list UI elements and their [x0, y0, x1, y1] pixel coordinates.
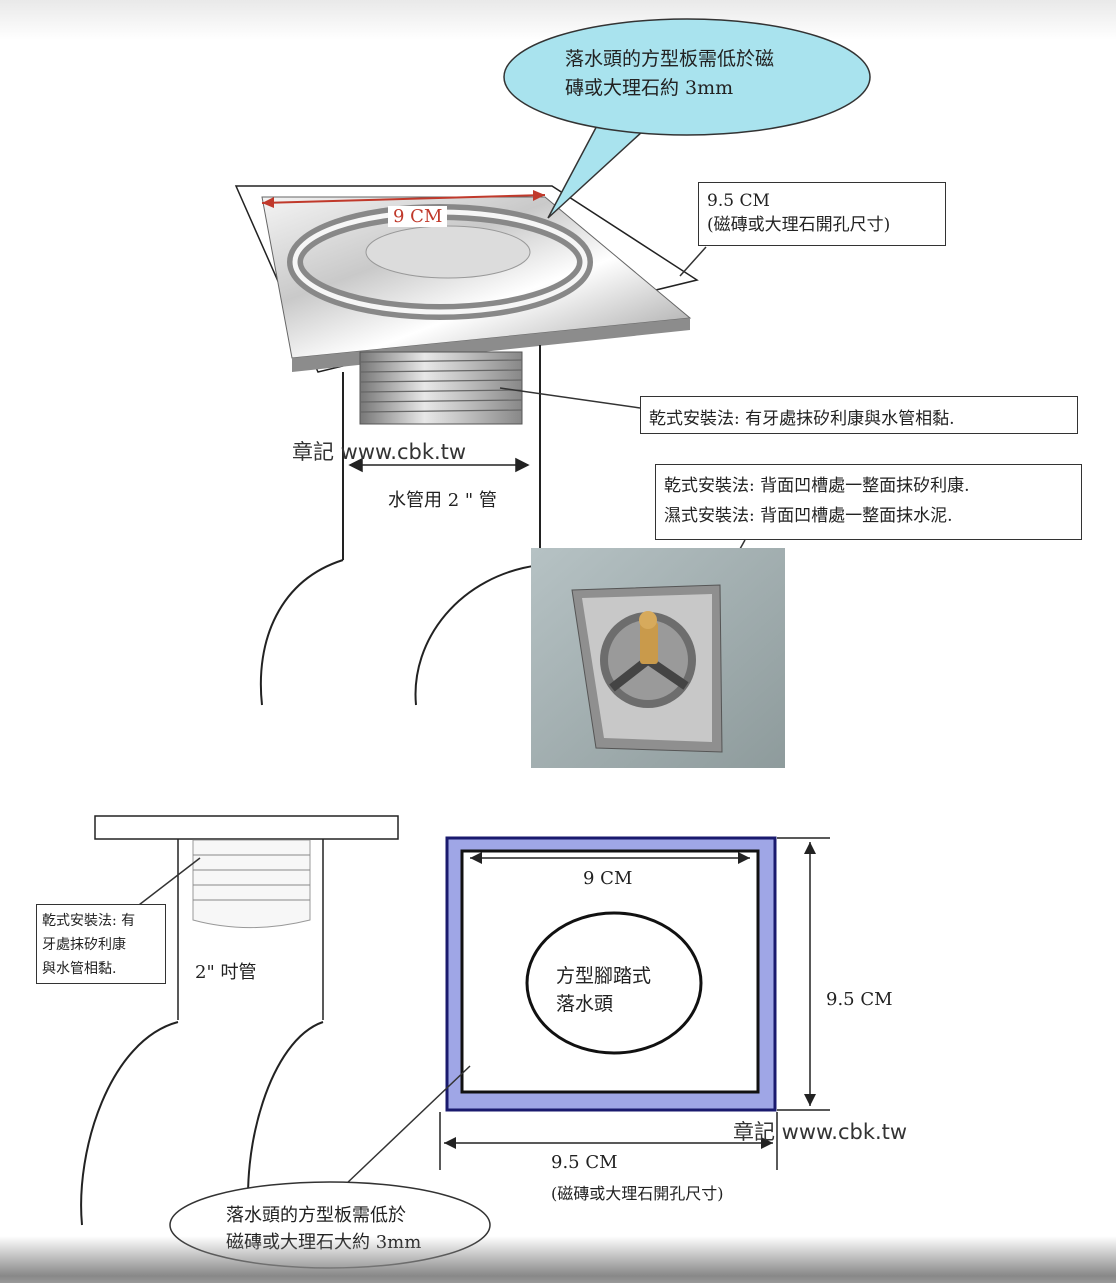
hole-box-line-2: (磁磚或大理石開孔尺寸): [707, 215, 891, 235]
plan-view-plate: [344, 836, 830, 1186]
top-speech-bubble: [503, 18, 871, 219]
top-bubble-line-1: 落水頭的方型板需低於磁: [565, 48, 775, 70]
photo-install-box: 乾式安裝法: 背面凹槽處一整面抹矽利康. 濕式安裝法: 背面凹槽處一整面抹水泥.: [655, 464, 1082, 540]
hole-size-box: 9.5 CM (磁磚或大理石開孔尺寸): [698, 182, 946, 246]
center-name-label: 方型腳踏式 落水頭: [556, 962, 651, 1018]
center-name-line-2: 落水頭: [556, 993, 614, 1015]
top-drain-illustration: [234, 185, 699, 425]
center-name-line-1: 方型腳踏式: [556, 965, 652, 987]
top-width-label: 9 CM: [388, 206, 448, 227]
bottom-bubble-line-1: 落水頭的方型板需低於: [226, 1205, 406, 1226]
installed-drain-photo: [531, 548, 785, 768]
side-box-line-3: 與水管相黏.: [42, 961, 117, 977]
bottom-dimension-label: 9.5 CM: [551, 1152, 618, 1173]
top-bubble-text: 落水頭的方型板需低於磁 磚或大理石約 3mm: [565, 45, 774, 103]
thread-install-box: 乾式安裝法: 有牙處抹矽利康與水管相黏.: [640, 396, 1078, 434]
side-box-line-1: 乾式安裝法: 有: [42, 913, 136, 929]
inner-width-label: 9 CM: [583, 868, 633, 889]
watermark-top: 章記 www.cbk.tw: [292, 440, 467, 464]
photo-box-line-2: 濕式安裝法: 背面凹槽處一整面抹水泥.: [664, 506, 953, 526]
watermark-bottom: 章記 www.cbk.tw: [733, 1120, 908, 1144]
pipe-dimension-arrow: [348, 457, 530, 473]
top-bubble-line-2: 磚或大理石約 3mm: [565, 77, 734, 99]
photo-box-line-1: 乾式安裝法: 背面凹槽處一整面抹矽利康.: [664, 476, 970, 496]
side-pipe-label: 2" 吋管: [195, 962, 257, 983]
bottom-shading: [0, 1236, 1116, 1283]
side-install-box: 乾式安裝法: 有 牙處抹矽利康 與水管相黏.: [36, 904, 166, 984]
top-shading: [0, 0, 1116, 40]
top-pipe-outline: [259, 345, 541, 706]
bottom-note-label: (磁磚或大理石開孔尺寸): [551, 1184, 724, 1203]
pipe-size-label: 水管用 2 " 管: [388, 490, 497, 511]
thread-install-text: 乾式安裝法: 有牙處抹矽利康與水管相黏.: [649, 409, 955, 429]
side-box-line-2: 牙處抹矽利康: [42, 937, 126, 953]
side-view-drain: [80, 815, 399, 1226]
hole-box-line-1: 9.5 CM: [707, 191, 770, 211]
right-dimension-label: 9.5 CM: [826, 989, 893, 1010]
